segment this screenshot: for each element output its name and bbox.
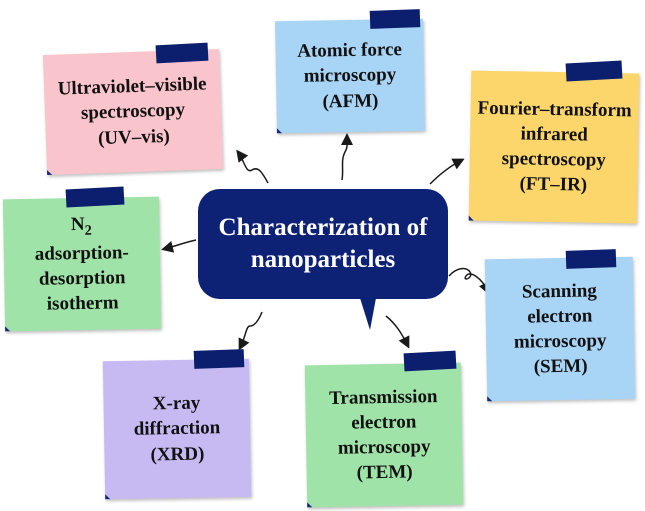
note-corner-fold bbox=[307, 502, 313, 508]
tape-afm bbox=[369, 9, 421, 29]
note-corner-fold bbox=[46, 169, 53, 176]
note-afm: Atomic force microscopy (AFM) bbox=[275, 18, 425, 134]
n2-symbol: N bbox=[70, 214, 85, 236]
arrow-to-ftir bbox=[429, 158, 465, 185]
note-corner-fold bbox=[468, 215, 474, 221]
note-ftir-line4: (FT–IR) bbox=[519, 173, 588, 196]
arrow-to-sem bbox=[448, 267, 490, 295]
note-uvvis-line3: (UV–vis) bbox=[97, 125, 171, 149]
center-bubble: Characterization of nanoparticles bbox=[198, 189, 448, 299]
note-uvvis-line2: spectroscopy bbox=[80, 99, 186, 125]
tape-n2 bbox=[65, 186, 125, 208]
note-sem-line1: Scanning bbox=[521, 280, 598, 303]
tape-uvvis bbox=[155, 42, 209, 64]
note-n2-line4: isotherm bbox=[46, 292, 119, 315]
note-tem-line2: electron bbox=[351, 411, 417, 434]
arrow-to-tem bbox=[385, 315, 410, 349]
note-tem: Transmission electron microscopy (TEM) bbox=[304, 362, 464, 508]
note-xrd-line1: X-ray bbox=[152, 392, 201, 415]
arrow-to-afm bbox=[341, 133, 354, 181]
note-tem-line1: Transmission bbox=[328, 385, 438, 409]
note-corner-fold bbox=[276, 128, 282, 134]
note-afm-line2: microscopy bbox=[303, 64, 397, 88]
center-title-line2: nanoparticles bbox=[250, 246, 396, 273]
note-n2-line3: desorption bbox=[38, 266, 126, 290]
note-sem-line4: (SEM) bbox=[533, 355, 588, 378]
n2-subscript: 2 bbox=[84, 222, 92, 239]
note-sem-line3: microscopy bbox=[513, 330, 607, 353]
note-corner-fold bbox=[5, 326, 11, 332]
arrow-to-uvvis bbox=[236, 149, 269, 184]
note-afm-line1: Atomic force bbox=[297, 39, 403, 63]
arrow-to-xrd bbox=[238, 311, 263, 351]
bubble-tail bbox=[360, 298, 376, 330]
tape-ftir bbox=[565, 60, 623, 82]
note-xrd: X-ray diffraction (XRD) bbox=[102, 358, 252, 500]
note-afm-line3: (AFM) bbox=[322, 90, 379, 113]
note-ftir: Fourier–transform infrared spectroscopy … bbox=[468, 70, 640, 224]
note-sem: Scanning electron microscopy (SEM) bbox=[484, 256, 636, 402]
note-uvvis: Ultraviolet–visible spectroscopy (UV–vis… bbox=[42, 48, 224, 176]
note-n2-line1: N2 bbox=[71, 212, 92, 241]
note-ftir-line1: Fourier–transform bbox=[477, 97, 632, 122]
note-xrd-line3: (XRD) bbox=[150, 443, 205, 465]
tape-xrd bbox=[193, 349, 245, 369]
note-tem-line4: (TEM) bbox=[356, 461, 413, 484]
note-sem-line2: electron bbox=[527, 305, 593, 328]
arrow-to-n2 bbox=[161, 239, 197, 253]
note-corner-fold bbox=[105, 494, 111, 500]
note-n2-line2: adsorption- bbox=[34, 241, 129, 265]
note-tem-line3: microscopy bbox=[337, 436, 431, 459]
note-xrd-line2: diffraction bbox=[133, 417, 221, 441]
tape-tem bbox=[403, 350, 457, 372]
note-corner-fold bbox=[487, 396, 493, 402]
note-ftir-line3: spectroscopy bbox=[501, 148, 607, 171]
center-title-line1: Characterization of bbox=[218, 213, 428, 241]
note-n2: N2 adsorption- desorption isotherm bbox=[2, 196, 162, 332]
tape-sem bbox=[565, 249, 617, 269]
note-ftir-line2: infrared bbox=[520, 123, 588, 146]
